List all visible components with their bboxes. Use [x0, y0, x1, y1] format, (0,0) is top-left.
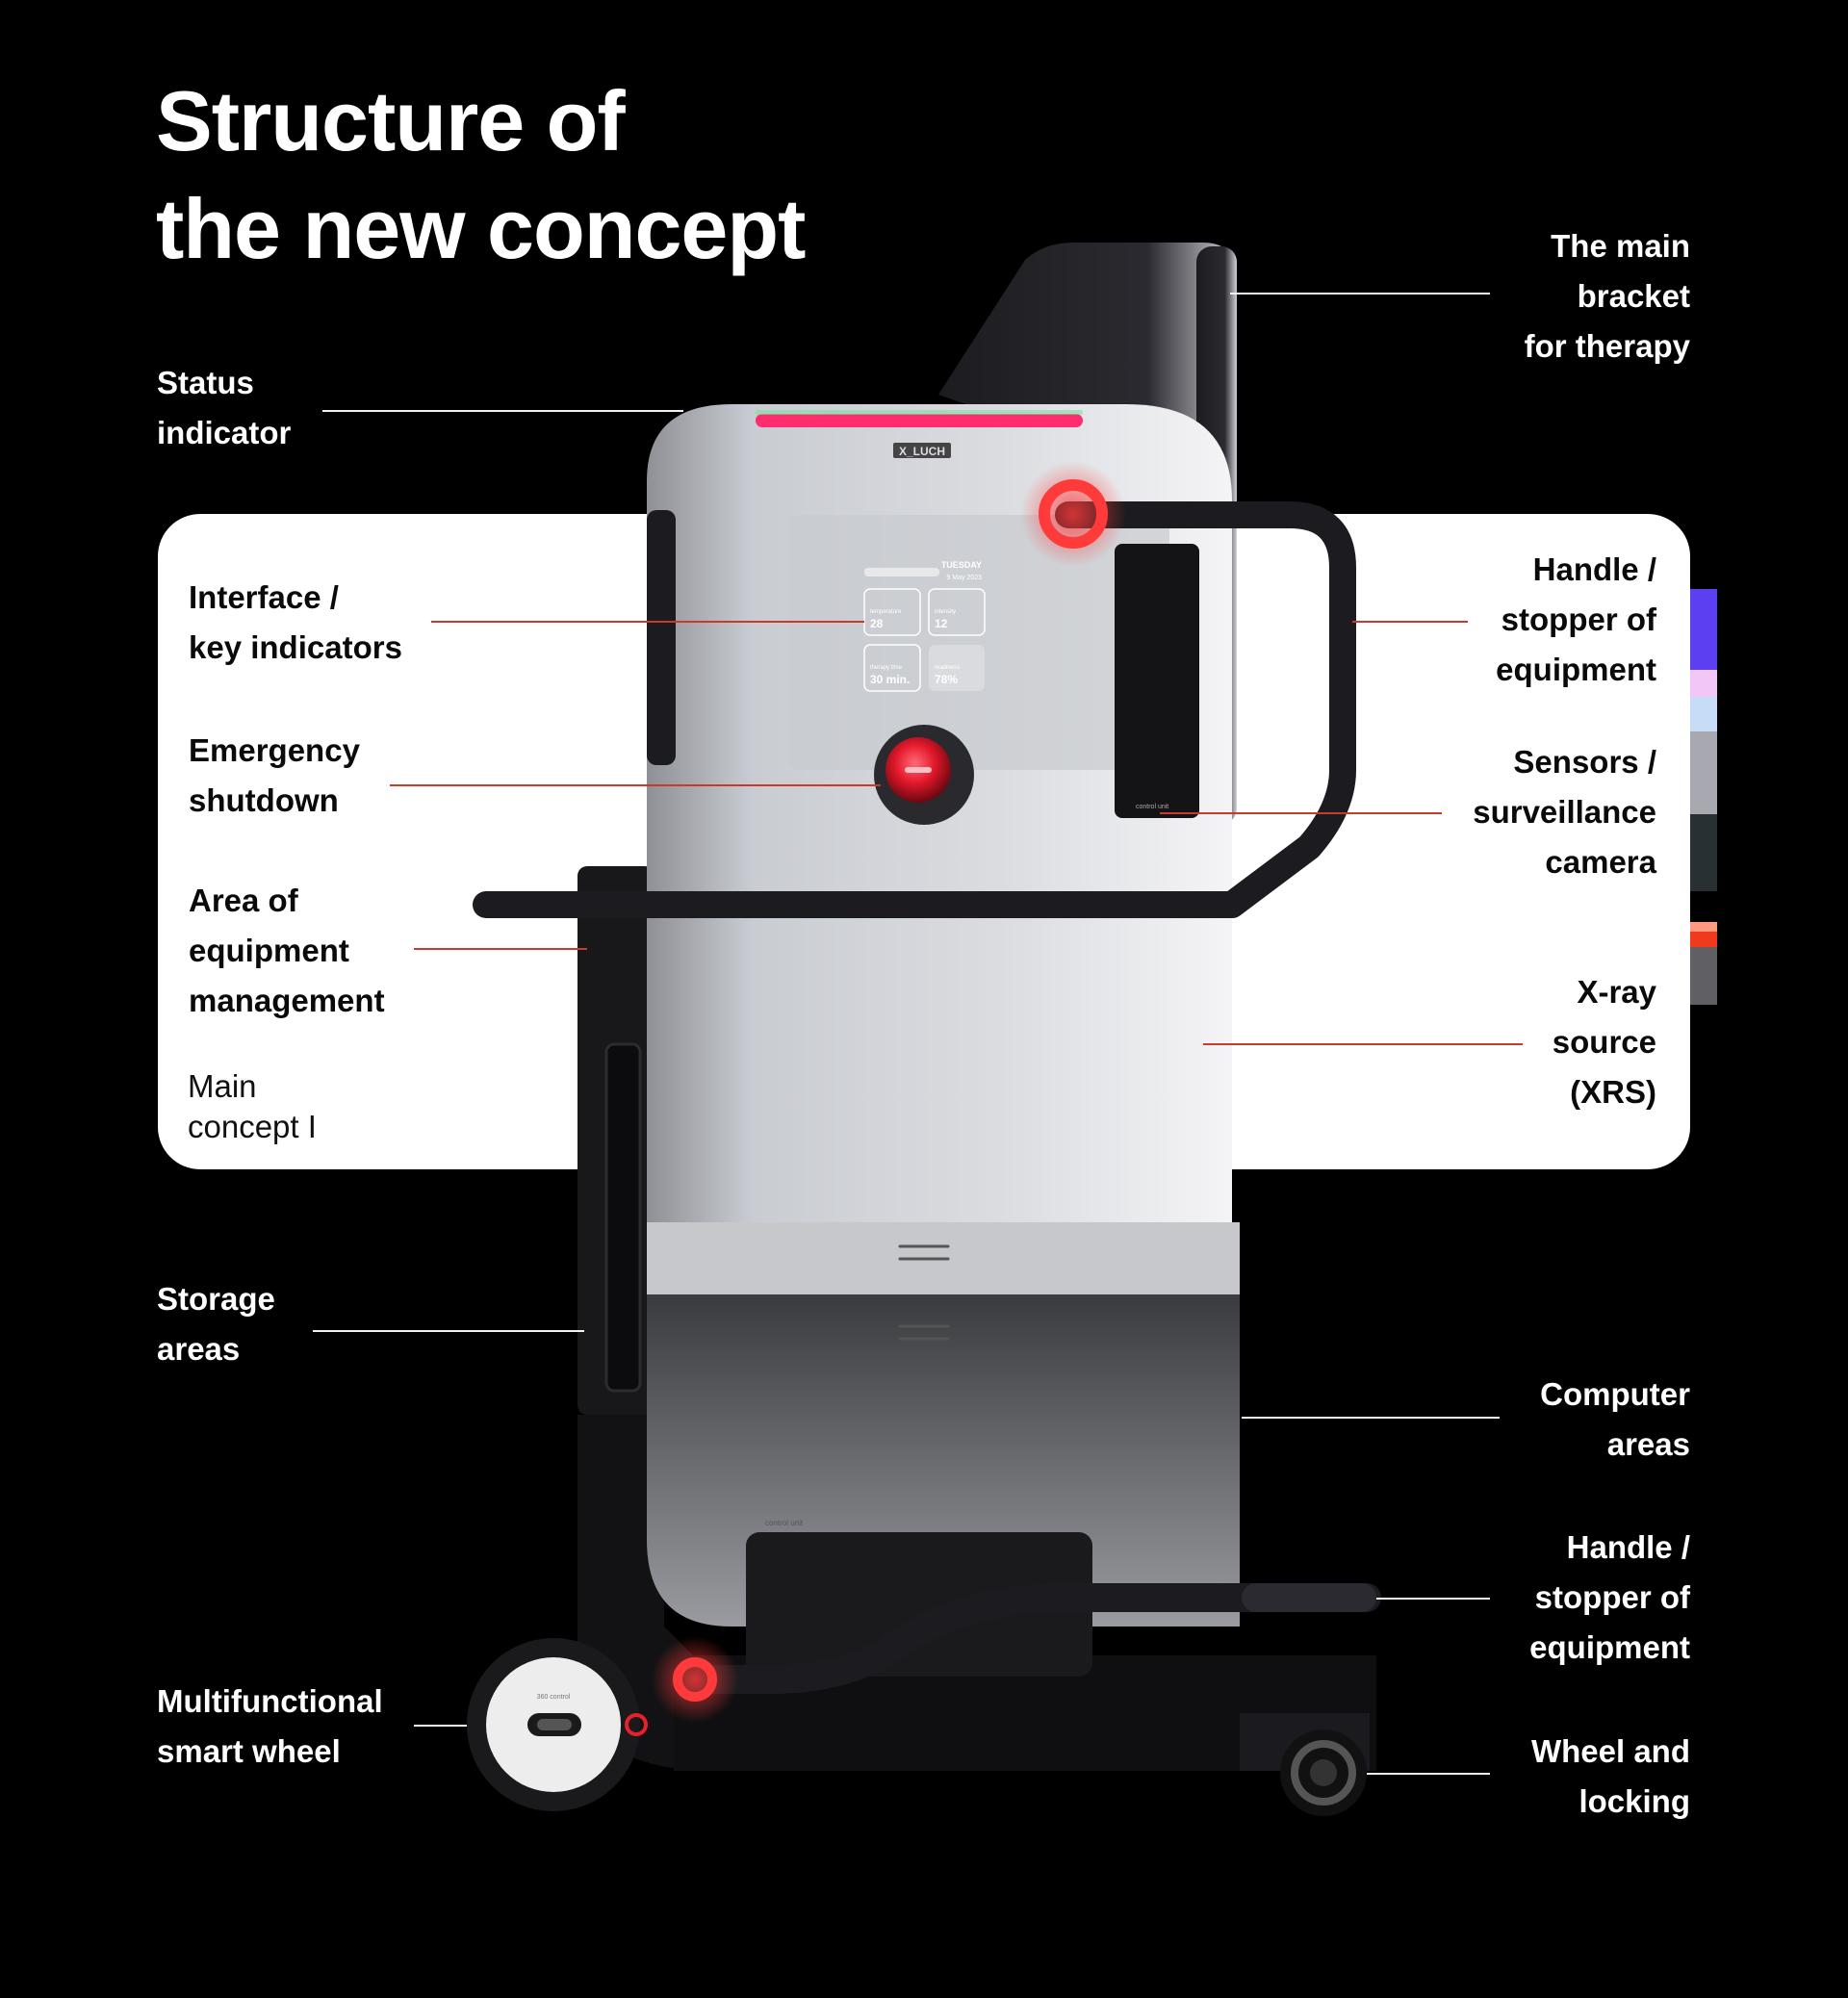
sensors-line-1: Sensors / [1513, 744, 1656, 780]
leader-main-bracket [1230, 293, 1490, 295]
label-emergency: Emergency shutdown [189, 726, 360, 826]
screen-tile-2[interactable]: intensity 12 [928, 588, 986, 636]
wheel-locking-line-2: locking [1578, 1783, 1690, 1819]
leader-emergency [390, 784, 881, 786]
label-wheel-locking: Wheel and locking [1531, 1727, 1690, 1827]
xray-line-2: source [1552, 1024, 1656, 1060]
label-interface: Interface / key indicators [189, 573, 402, 673]
screen-tile-4[interactable]: readiness 78% [929, 645, 985, 691]
leader-wheel-locking [1367, 1773, 1490, 1775]
screen-search-bar[interactable] [864, 568, 939, 576]
screen-tile-3[interactable]: therapy time 30 min. [863, 644, 921, 692]
tile-2-value: 12 [935, 617, 948, 630]
tile-3-value: 30 min. [870, 673, 910, 686]
color-swatch [1690, 670, 1717, 697]
computer-line-1: Computer [1540, 1376, 1690, 1412]
leader-smart-wheel [414, 1725, 467, 1727]
caption-line-2: concept I [188, 1109, 317, 1144]
computer-line-2: areas [1606, 1426, 1690, 1462]
interface-line-2: key indicators [189, 629, 402, 665]
smart-wheel-line-1: Multifunctional [157, 1683, 383, 1719]
brand-label: X_LUCH [899, 445, 945, 458]
label-main-bracket: The main bracket for therapy [1525, 221, 1690, 371]
leader-handle-bottom [1376, 1598, 1490, 1600]
status-line-2: indicator [157, 415, 292, 450]
handle-bottom-line-1: Handle / [1566, 1529, 1690, 1565]
locking-wheel[interactable] [1280, 1729, 1367, 1816]
handle-bottom-line-3: equipment [1529, 1629, 1690, 1665]
color-swatch [1690, 814, 1717, 891]
main-bracket-line-1: The main [1551, 228, 1690, 264]
sensors-line-3: camera [1545, 844, 1656, 880]
tile-1-label: temperature [870, 609, 902, 615]
color-swatch [1690, 589, 1717, 670]
concept-caption: Main concept I [188, 1066, 317, 1147]
sensors-line-2: surveillance [1473, 794, 1656, 830]
tile-4-value: 78% [935, 673, 958, 686]
color-swatch [1690, 891, 1717, 922]
control-unit-label: control unit [765, 1519, 804, 1527]
title-line-2: the new concept [156, 181, 806, 276]
color-swatches [1690, 589, 1717, 1005]
label-handle-top: Handle / stopper of equipment [1496, 545, 1656, 695]
leader-computer [1242, 1417, 1500, 1419]
leader-xray [1203, 1043, 1523, 1045]
label-sensors: Sensors / surveillance camera [1473, 737, 1656, 887]
caption-line-1: Main [188, 1068, 257, 1104]
leader-handle-top [1352, 621, 1468, 623]
color-swatch [1690, 731, 1717, 814]
wheel-locking-line-1: Wheel and [1530, 1733, 1690, 1769]
screen-tile-1[interactable]: temperature 28 [863, 588, 921, 636]
tile-2-label: intensity [935, 609, 956, 615]
handle-top-line-2: stopper of [1501, 602, 1656, 637]
color-swatch [1690, 947, 1717, 1005]
storage-line-1: Storage [157, 1281, 275, 1317]
label-status-indicator: Status indicator [157, 358, 291, 458]
page-title: Structure of the new concept [156, 67, 806, 283]
label-handle-bottom: Handle / stopper of equipment [1529, 1523, 1690, 1673]
label-computer: Computer areas [1540, 1370, 1690, 1470]
emergency-line-2: shutdown [189, 782, 339, 818]
wheel-label: 360 control [537, 1694, 571, 1701]
main-bracket-line-3: for therapy [1524, 328, 1690, 364]
label-xray: X-ray source (XRS) [1553, 967, 1656, 1117]
management-line-1: Area of [189, 883, 298, 918]
tile-4-label: readiness [935, 665, 960, 671]
emergency-line-1: Emergency [189, 732, 360, 768]
storage-line-2: areas [157, 1331, 241, 1367]
handle-bottom-line-2: stopper of [1534, 1579, 1690, 1615]
sensor-label: control unit [1136, 804, 1168, 810]
handle-top-line-3: equipment [1496, 652, 1656, 687]
management-line-2: equipment [189, 933, 349, 968]
color-swatch [1690, 932, 1717, 947]
management-line-3: management [189, 983, 385, 1018]
xray-line-3: (XRS) [1570, 1074, 1656, 1110]
handle-top-line-1: Handle / [1532, 551, 1656, 587]
screen-date: 9 May 2023 [946, 575, 982, 581]
color-swatch [1690, 922, 1717, 932]
color-swatch [1690, 697, 1717, 731]
leader-interface [431, 621, 864, 623]
smart-wheel-line-2: smart wheel [157, 1733, 341, 1769]
screen-day: TUESDAY [941, 560, 982, 570]
leader-sensors [1160, 812, 1442, 814]
smart-wheel[interactable]: 360 control [467, 1638, 648, 1811]
leader-storage [313, 1330, 584, 1332]
tile-1-value: 28 [870, 617, 884, 630]
interface-line-1: Interface / [189, 579, 339, 615]
label-storage: Storage areas [157, 1274, 275, 1374]
main-bracket-line-2: bracket [1577, 278, 1690, 314]
title-line-1: Structure of [156, 73, 626, 168]
leader-status [322, 410, 683, 412]
label-smart-wheel: Multifunctional smart wheel [157, 1677, 383, 1777]
status-line-1: Status [157, 365, 254, 400]
leader-management [414, 948, 587, 950]
tile-3-label: therapy time [870, 665, 903, 671]
xray-line-1: X-ray [1577, 974, 1656, 1010]
label-management: Area of equipment management [189, 876, 385, 1026]
